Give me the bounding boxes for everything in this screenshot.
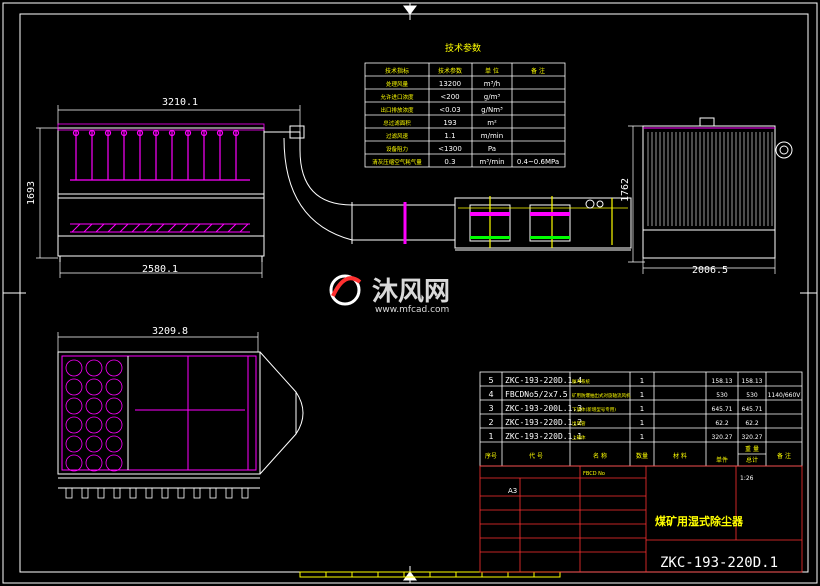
scale-bar (299, 571, 561, 578)
bom-head-no: 序号 (485, 452, 497, 460)
mfcad-logo-icon (329, 274, 362, 306)
dim-plan-top: 3209.8 (152, 326, 188, 337)
tech-table-cell: m³/min (479, 158, 504, 166)
bom-row-single: 530 (716, 392, 728, 399)
watermark-url: www.mfcad.com (375, 305, 449, 315)
bom-row-code: ZKC-193-220D.1.2 (505, 418, 582, 427)
bom-head-qty: 数量 (636, 452, 648, 460)
bom-row-code: ZKC-193-220D.1.1 (505, 432, 582, 441)
dim-front-height: 1693 (26, 181, 37, 205)
tech-table-cell: m² (487, 119, 497, 127)
dim-front-bottom: 2580.1 (142, 264, 178, 275)
bom-head-material: 材 料 (673, 452, 687, 460)
tech-table-cell: 13200 (439, 80, 461, 88)
tech-table-cell: 处理风量 (386, 80, 409, 88)
title-tag: FBCD No (583, 471, 605, 477)
tech-table-cell: m³/h (484, 80, 500, 88)
bom-row-code: ZKC-193-200L.1.3 (505, 404, 582, 413)
bom-row-total: 158.13 (742, 378, 763, 385)
tech-table-cell: 设备阻力 (386, 145, 408, 153)
bom-head-total: 总计 (746, 456, 758, 464)
bom-row-total: 320.27 (742, 434, 763, 441)
tech-table-cell: 出口排放浓度 (380, 106, 414, 114)
tech-table-cell: <0.03 (439, 106, 460, 114)
bom-head-note: 备 注 (777, 452, 791, 460)
bom-row-single: 320.27 (712, 434, 733, 441)
tech-table-cell: 193 (443, 119, 456, 127)
bom-row-no: 1 (488, 432, 493, 441)
front-view: 3210.1 1693 (26, 97, 301, 278)
bom-row-name: 出风管 (572, 420, 586, 427)
tech-table-cell: 0.3 (444, 158, 455, 166)
bom-row-no: 5 (488, 376, 493, 385)
tech-table-cell: 0.4~0.6MPa (517, 158, 559, 166)
bom-row-no: 3 (488, 404, 493, 413)
tech-table-header-cell: 备 注 (531, 67, 545, 75)
bom-row-no: 2 (488, 418, 493, 427)
side-view: 1762 2006.5 (620, 117, 793, 276)
tech-table-header-cell: 技术指标 (385, 67, 409, 75)
bom-header: 序号 代 号 名 称 数量 材 料 重 量单件 总计 备 注 (485, 445, 791, 464)
bom-row-note: 1140/660V (768, 392, 802, 399)
bom-row-code: FBCDNo5/2x7.5 (505, 390, 568, 399)
tech-table-header-cell: 技术参数 (438, 67, 462, 75)
bom-row-qty: 1 (640, 433, 644, 441)
dim-side-bottom: 2006.5 (692, 265, 728, 276)
bom-row-single: 62.2 (715, 420, 729, 427)
tech-table-cell: <1300 (438, 145, 462, 153)
bom-row-name: 脉冲系统 (572, 378, 590, 385)
tech-table-cell: g/m³ (484, 93, 501, 101)
title-size: A3 (508, 487, 517, 495)
bom-row-single: 158.13 (712, 378, 733, 385)
tech-table-title: 技术参数 (445, 42, 481, 54)
bom-row-total: 62.2 (745, 420, 759, 427)
bom-row-qty: 1 (640, 405, 644, 413)
bom-row-single: 645.71 (712, 406, 733, 413)
watermark: 沐风网 www.mfcad.com (329, 274, 450, 315)
tech-table-cell: 过滤风速 (386, 132, 409, 140)
title-scale: 1:26 (740, 475, 754, 482)
tech-table-header-cell: 单 位 (485, 67, 499, 75)
bom-row-total: 645.71 (742, 406, 763, 413)
tech-table-cell: 允许进口浓度 (380, 93, 414, 101)
dim-side-height: 1762 (620, 178, 631, 202)
bom-row-name: 矿用防爆抽出式对旋轴流风机 (572, 392, 631, 399)
bom-row-qty: 1 (640, 419, 644, 427)
plan-view: 3209.8 (57, 326, 304, 499)
bom-row-no: 4 (488, 390, 493, 399)
centering-marks (3, 3, 817, 583)
tech-table-cell: g/Nm³ (481, 106, 503, 114)
fan-details (458, 196, 628, 248)
bom-row-name: 下放体(新增型号专用) (572, 406, 616, 413)
bom-head-single: 单件 (716, 456, 728, 464)
tech-table-cell: m/min (481, 132, 503, 140)
bom-row-name: 上箱体 (572, 434, 586, 441)
tech-table-cell: 1.1 (444, 132, 455, 140)
title-block: A3 FBCD No 1:26 煤矿用湿式除尘器 ZKC-193-220D.1 (479, 465, 803, 573)
tech-table-cell: 总过滤面积 (383, 119, 411, 127)
bom-head-name: 名 称 (593, 452, 607, 460)
tech-table-cell: 清灰压缩空气耗气量 (372, 158, 422, 166)
tech-table-cell: Pa (488, 145, 496, 153)
bom-row-total: 530 (746, 392, 758, 399)
bom-row-qty: 1 (640, 391, 644, 399)
bom-row-code: ZKC-193-220D.1.4 (505, 376, 582, 385)
watermark-brand: 沐风网 (372, 277, 450, 307)
bom-head-weight: 重 量 (745, 445, 759, 453)
title-drawing-no: ZKC-193-220D.1 (660, 555, 778, 571)
dim-front-top: 3210.1 (162, 97, 198, 108)
title-name: 煤矿用湿式除尘器 (655, 514, 744, 528)
bom-head-code: 代 号 (529, 452, 543, 460)
bom-row-qty: 1 (640, 377, 644, 385)
tech-table-cell: <200 (440, 93, 459, 101)
